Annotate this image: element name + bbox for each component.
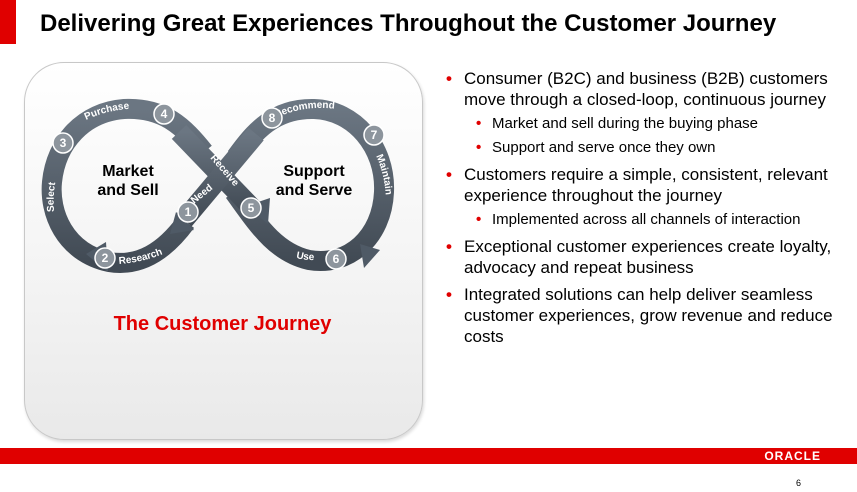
sub-bullet-item: •Implemented across all channels of inte…: [476, 211, 801, 228]
page-number: 6: [795, 478, 801, 488]
step-badge-6: 6: [325, 248, 347, 270]
bullet-dot: •: [476, 115, 482, 132]
footer-bar: [0, 448, 857, 464]
customer-journey-diagram: Purchase Recommend Select Research Maint…: [41, 98, 395, 273]
bullet-dot: •: [446, 237, 452, 256]
bullet-item: •Customers require a simple, consistent,…: [446, 165, 828, 205]
step-badge-1: 1: [177, 201, 199, 223]
market-sell-label-line2: and Sell: [97, 182, 158, 199]
support-serve-label-line2: and Serve: [276, 182, 353, 199]
step-badge-4: 4: [153, 103, 175, 125]
svg-text:5: 5: [248, 201, 255, 215]
market-sell-label-line1: Market: [102, 163, 154, 180]
svg-text:3: 3: [60, 136, 67, 150]
support-serve-label-line1: Support: [283, 163, 345, 180]
bullet-dot: •: [476, 211, 482, 228]
arrowhead-need: [170, 212, 194, 234]
step-badge-8: 8: [261, 107, 283, 129]
bullet-dot: •: [446, 69, 452, 88]
bullet-item: •Integrated solutions can help deliver s…: [446, 285, 833, 346]
svg-text:4: 4: [161, 107, 168, 121]
svg-text:1: 1: [185, 205, 192, 219]
step-badge-3: 3: [52, 132, 74, 154]
svg-text:8: 8: [269, 111, 276, 125]
bullet-item: •Consumer (B2C) and business (B2B) custo…: [446, 69, 828, 109]
bullet-dot: •: [476, 139, 482, 156]
svg-text:2: 2: [102, 251, 109, 265]
svg-text:6: 6: [333, 252, 340, 266]
step-badge-2: 2: [94, 247, 116, 269]
sub-bullet-item: •Market and sell during the buying phase: [476, 115, 759, 132]
arrowhead-use: [360, 244, 380, 268]
step-label-select: Select: [46, 181, 59, 213]
bullet-list: •Consumer (B2C) and business (B2B) custo…: [446, 68, 851, 347]
journey-caption: The Customer Journey: [113, 313, 332, 335]
oracle-logo: ORACLE: [764, 449, 821, 463]
step-badge-5: 5: [240, 197, 262, 219]
sub-bullet-item: •Support and serve once they own: [476, 139, 716, 156]
bullet-item: •Exceptional customer experiences create…: [446, 237, 832, 277]
svg-text:7: 7: [371, 128, 378, 142]
bullet-dot: •: [446, 285, 452, 304]
title-accent-block: [0, 0, 16, 44]
step-badge-7: 7: [363, 124, 385, 146]
step-label-use: Use: [295, 250, 314, 263]
slide-title: Delivering Great Experiences Throughout …: [40, 10, 777, 37]
bullet-dot: •: [446, 165, 452, 184]
